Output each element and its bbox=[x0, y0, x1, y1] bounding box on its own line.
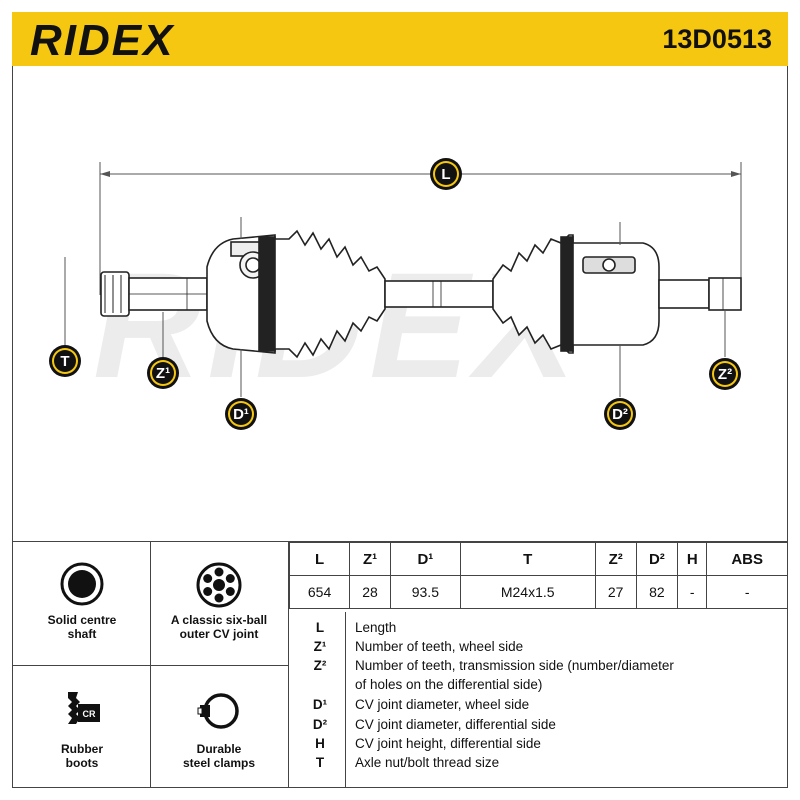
spec-value-ABS: - bbox=[706, 575, 788, 609]
brand-logo: RIDEX bbox=[30, 16, 175, 65]
rubber-boot-icon: CR bbox=[68, 692, 100, 724]
spec-header-ABS: ABS bbox=[706, 542, 788, 576]
spec-value-D1: 93.5 bbox=[390, 575, 461, 609]
spec-header-row: L Z¹ D¹ T Z² D² H ABS bbox=[288, 542, 788, 576]
spec-value-Z1: 28 bbox=[349, 575, 392, 609]
spec-value-L: 654 bbox=[288, 575, 351, 609]
legend-row: D² CV joint diameter, differential side bbox=[312, 717, 556, 732]
badge-D1: D¹ bbox=[225, 398, 257, 430]
legend-row: of holes on the differential side) bbox=[355, 677, 543, 692]
drive-shaft-drawing: RIDEX bbox=[13, 67, 787, 541]
legend-row: Z¹ Number of teeth, wheel side bbox=[313, 639, 524, 654]
section-divider bbox=[12, 541, 788, 542]
feature-grid-hline bbox=[12, 665, 288, 666]
steel-clamp-icon bbox=[197, 693, 239, 729]
spec-header-Z2: Z² bbox=[594, 542, 637, 576]
spec-table: L Z¹ D¹ T Z² D² H ABS 654 28 93.5 M24x1.… bbox=[288, 542, 788, 609]
drive-shaft-svg: RIDEX bbox=[49, 158, 742, 430]
svg-text:L: L bbox=[441, 166, 450, 183]
spec-value-D2: 82 bbox=[635, 575, 679, 609]
content-frame bbox=[12, 66, 788, 788]
spec-header-T: T bbox=[459, 542, 596, 576]
spec-header-D2: D² bbox=[635, 542, 679, 576]
legend-row: L Length bbox=[315, 620, 397, 635]
badge-Z1: Z¹ bbox=[147, 357, 179, 389]
spec-header-H: H bbox=[677, 542, 708, 576]
svg-text:T: T bbox=[60, 353, 69, 370]
spec-value-H: - bbox=[677, 575, 708, 609]
spec-header-D1: D¹ bbox=[390, 542, 461, 576]
svg-text:Z²: Z² bbox=[718, 366, 732, 383]
feature-grid-vline-2 bbox=[288, 542, 289, 788]
header-bar: RIDEX 13D0513 bbox=[12, 12, 788, 66]
badge-Z2: Z² bbox=[709, 358, 741, 390]
svg-text:Z¹: Z¹ bbox=[156, 365, 170, 382]
legend-row: D¹ CV joint diameter, wheel side bbox=[312, 697, 530, 712]
legend-row: H CV joint height, differential side bbox=[315, 736, 541, 751]
legend: L Length Z¹ Number of teeth, wheel side … bbox=[289, 612, 788, 788]
spec-value-T: M24x1.5 bbox=[459, 575, 596, 609]
legend-separator bbox=[345, 612, 346, 788]
badge-T: T bbox=[49, 345, 81, 377]
svg-text:CR: CR bbox=[83, 709, 96, 719]
part-number: 13D0513 bbox=[662, 24, 772, 54]
badge-L: L bbox=[430, 158, 462, 190]
spec-header-L: L bbox=[288, 542, 351, 576]
svg-text:D²: D² bbox=[612, 406, 628, 423]
legend-row: Z² Number of teeth, transmission side (n… bbox=[313, 658, 674, 673]
legend-row: T Axle nut/bolt thread size bbox=[315, 755, 500, 770]
badge-D2: D² bbox=[604, 398, 636, 430]
six-ball-joint-icon bbox=[196, 562, 242, 608]
svg-text:D¹: D¹ bbox=[233, 406, 249, 423]
solid-shaft-icon bbox=[60, 562, 104, 606]
spec-value-Z2: 27 bbox=[594, 575, 637, 609]
spec-header-Z1: Z¹ bbox=[349, 542, 392, 576]
spec-value-row: 654 28 93.5 M24x1.5 27 82 - - bbox=[288, 575, 788, 609]
